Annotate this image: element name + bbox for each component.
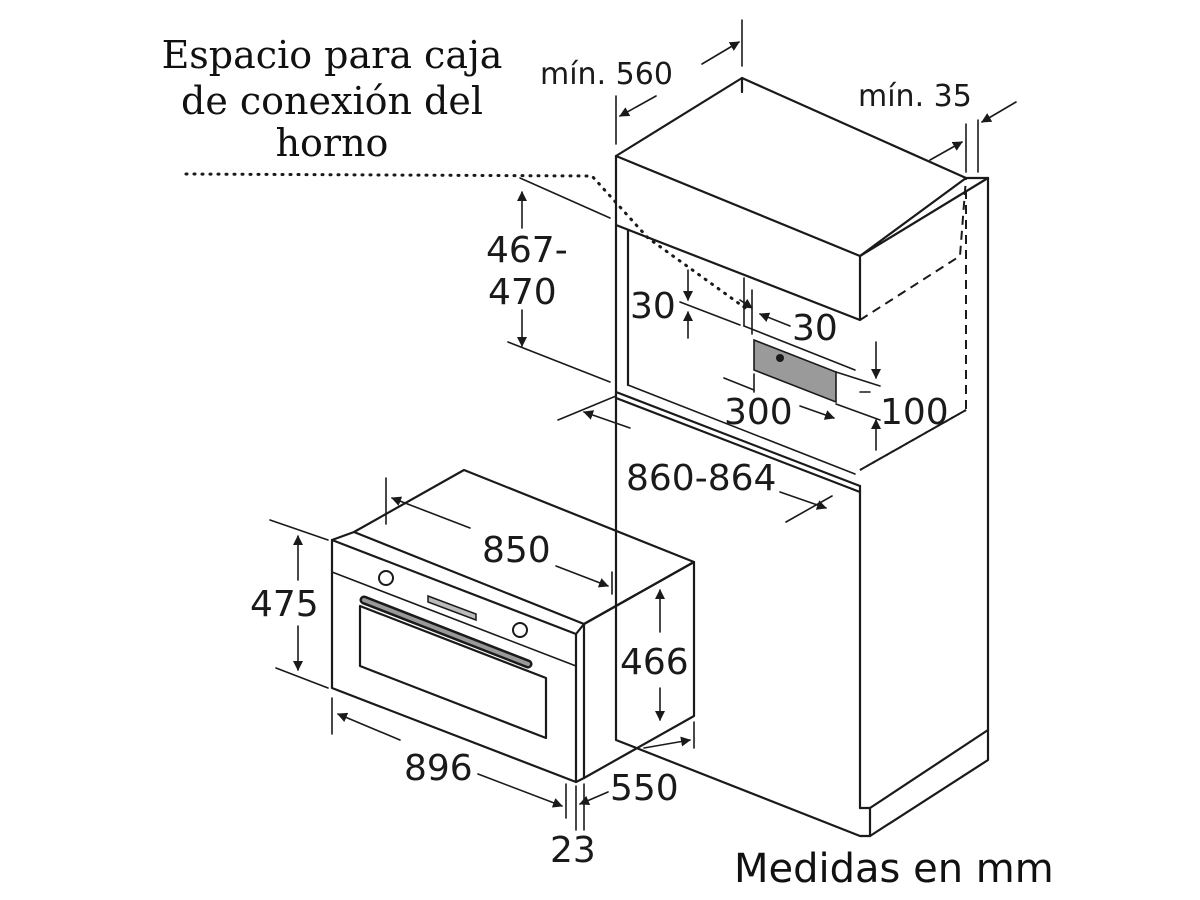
dimension-lines: [269, 19, 1017, 831]
oven-display: [427, 594, 477, 622]
connection-box-caption-line-1: Espacio para caja: [162, 33, 503, 77]
units-caption: Medidas en mm: [734, 846, 1054, 892]
dim-oven-body-height: 466: [620, 642, 689, 683]
left-knob-icon: [378, 570, 394, 586]
dim-niche-width-min: mín. 560: [540, 57, 673, 92]
dim-oven-depth: 550: [610, 768, 679, 809]
dim-niche-height-line-2: 470: [488, 272, 557, 313]
dim-oven-front-width: 896: [404, 748, 473, 789]
dim-front-thickness: 23: [550, 830, 596, 871]
oven: [330, 468, 696, 784]
tall-cabinet: [614, 76, 990, 838]
dim-oven-body-width: 850: [482, 530, 551, 571]
dim-box-offset-left: 30: [630, 286, 676, 327]
dim-niche-depth: 860-864: [626, 458, 776, 499]
dim-box-height: 100: [880, 392, 949, 433]
connection-box-caption-line-2: de conexión del: [181, 79, 483, 123]
dim-box-width: 300: [724, 392, 793, 433]
dim-side-gap-min: mín. 35: [858, 79, 972, 114]
connection-box-caption-line-3: horno: [276, 121, 389, 165]
connection-box-pointer: [184, 172, 750, 312]
dim-oven-front-height: 475: [250, 584, 319, 625]
dim-box-offset-right: 30: [792, 308, 838, 349]
dim-niche-height-line-1: 467-: [486, 230, 568, 271]
right-knob-icon: [512, 622, 528, 638]
connection-box-hole-icon: [776, 354, 784, 362]
connection-box: [753, 338, 837, 404]
